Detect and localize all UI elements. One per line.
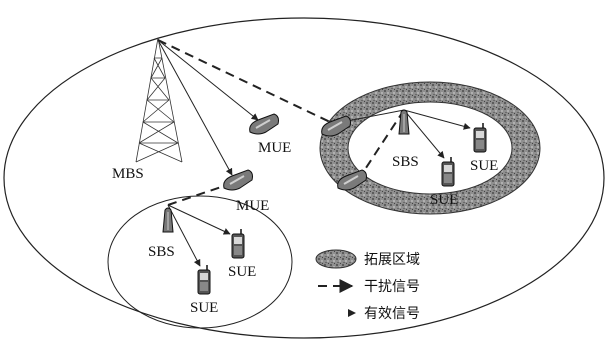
sue-left-2-phone-icon xyxy=(197,264,211,295)
small-cell-right-inner xyxy=(347,101,513,195)
sbs-left-antenna-icon xyxy=(162,207,174,233)
effective-signal-to-mue-2 xyxy=(157,39,233,176)
legend-effective-swatch xyxy=(348,309,356,317)
sue-left-1-phone-icon xyxy=(231,228,245,259)
legend-effective-label: 有效信号 xyxy=(364,306,420,322)
legend-extended-area-swatch xyxy=(315,249,357,269)
label-mue-2: MUE xyxy=(236,198,269,214)
effective-signal-left-sue-1 xyxy=(167,204,231,235)
effective-signal-sbs-to-sue-1 xyxy=(403,109,471,130)
small-cell-left-boundary xyxy=(107,195,293,329)
label-sue-left-1: SUE xyxy=(228,264,256,280)
interference-signal-mbs xyxy=(157,39,331,123)
sbs-right-antenna-icon xyxy=(398,109,410,135)
label-sue-left-2: SUE xyxy=(190,300,218,316)
effective-signal-sbs-to-range-ue xyxy=(341,109,405,125)
macro-bs-tower-icon xyxy=(135,37,183,163)
effective-signal-to-mue-1 xyxy=(157,39,259,121)
label-mbs: MBS xyxy=(112,166,144,182)
effective-signal-sbs-to-sue-2 xyxy=(403,109,445,159)
label-sue-right-1: SUE xyxy=(470,158,498,174)
macro-cell-boundary xyxy=(3,17,605,339)
label-sbs-left: SBS xyxy=(148,244,175,260)
label-sue-right-2: SUE xyxy=(430,192,458,208)
label-sbs-right: SBS xyxy=(392,154,419,170)
legend-interference-label: 干扰信号 xyxy=(364,279,420,295)
legend: 拓展区域 干扰信号 有效信号 xyxy=(315,249,420,322)
interference-signal-sbs-left xyxy=(167,185,225,206)
legend-extended-area-label: 拓展区域 xyxy=(364,252,420,268)
effective-signal-left-sue-2 xyxy=(167,204,201,267)
mue-2-handset-icon xyxy=(222,169,254,191)
label-mue-1: MUE xyxy=(258,140,291,156)
